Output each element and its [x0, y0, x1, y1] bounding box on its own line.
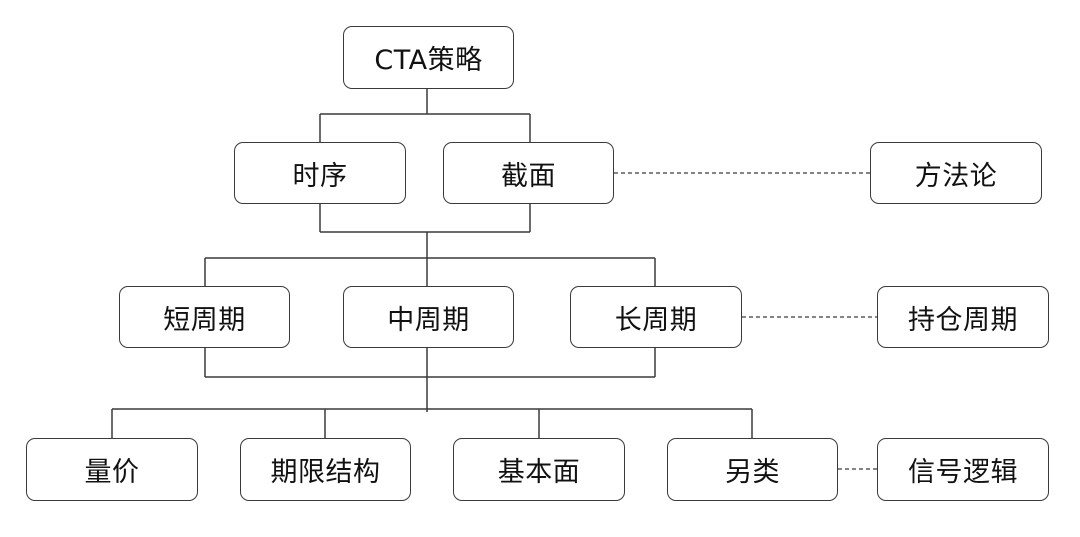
node-time-series: 时序 [234, 142, 406, 204]
node-mid-period: 中周期 [343, 286, 514, 348]
node-fundamentals: 基本面 [453, 438, 625, 501]
node-long-period: 长周期 [570, 286, 742, 348]
annotation-methodology: 方法论 [870, 142, 1042, 204]
annotation-holding-period: 持仓周期 [877, 286, 1049, 348]
node-price-volume: 量价 [26, 438, 198, 501]
node-short-period: 短周期 [119, 286, 290, 348]
node-alternative: 另类 [667, 438, 838, 501]
node-term-structure: 期限结构 [240, 438, 411, 501]
node-cross-section: 截面 [443, 142, 614, 204]
annotation-signal-logic: 信号逻辑 [877, 438, 1049, 501]
node-cta-strategy: CTA策略 [343, 26, 514, 89]
